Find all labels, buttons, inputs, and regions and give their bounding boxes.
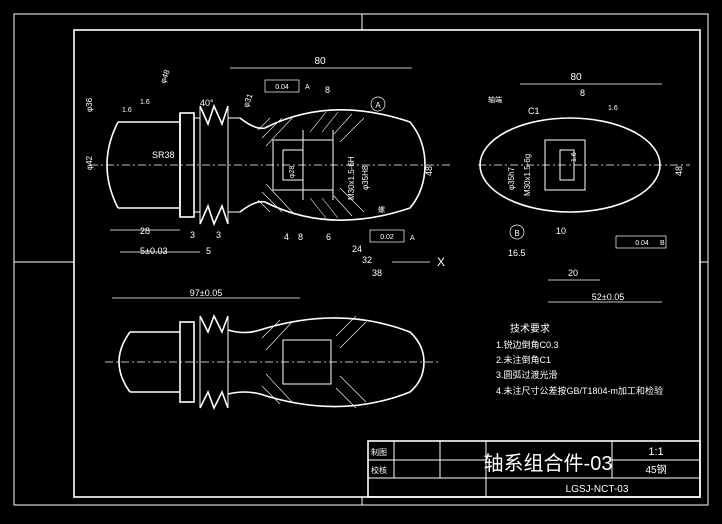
rough-right: 1.6 [608, 105, 618, 112]
dim-20: 20 [568, 268, 578, 278]
bulb-outline [239, 109, 426, 221]
right-part-view: 80 8 1.6 轴端 C1 φ35h7 M30x1.5-6g 1.6 48 B… [478, 72, 690, 303]
datum-b-bubble [509, 224, 525, 240]
left-section-view: 80 0.04 A 8 A φ36 φ42 φ48 1.6 1.6 40° φ3… [85, 56, 450, 299]
dim-8-top: 8 [325, 85, 330, 95]
bottom-groove-bottom [199, 390, 229, 410]
exterior-view [105, 314, 440, 410]
tb-checked: 校核 [371, 465, 387, 475]
angle-40: 40° [200, 98, 214, 108]
dim-d36: φ36 [85, 97, 94, 112]
bottom-left-dome [118, 331, 131, 393]
notes-title: 技术要求 [510, 322, 550, 335]
perp-ref: A [410, 235, 415, 242]
dim-24: 24 [352, 244, 362, 254]
section-hatching [257, 111, 365, 219]
dim-d48: φ48 [158, 68, 171, 85]
dim-80: 80 [314, 56, 326, 67]
dim-38: 38 [372, 268, 382, 278]
dim-4: 4 [284, 232, 289, 242]
tb-drawn: 制图 [371, 447, 387, 457]
dim-28: 28 [140, 226, 150, 236]
dim-8-bottom: 8 [298, 232, 303, 242]
dim-16-right: 1.6 [571, 152, 578, 162]
title-block-frame [367, 440, 701, 498]
dim-48-right: 48 [674, 166, 684, 176]
dim-8-right: 8 [580, 88, 585, 98]
flatness-ref: B [660, 240, 665, 247]
dim-m30-right: M30x1.5-6g [523, 154, 532, 196]
dim-6: 6 [326, 232, 331, 242]
note-3: 3.圆弧过渡光滑 [496, 369, 558, 380]
bottom-bulb [227, 317, 425, 408]
rough-1: 1.6 [122, 107, 132, 114]
dim-sr38: SR38 [152, 150, 175, 160]
dim-d28: φ28 [289, 166, 296, 178]
thread-label: 螺 [378, 205, 385, 214]
bottom-hatching [261, 315, 367, 409]
section-mark: X [437, 255, 445, 269]
dim-5: 5 [206, 246, 211, 256]
datum-a-bubble [370, 96, 386, 112]
groove-bottom [199, 203, 229, 227]
dim-d35h8: φ35H8 [361, 165, 370, 190]
groove-top [199, 103, 229, 127]
collar [179, 112, 195, 218]
outer-border [13, 13, 709, 506]
perp-frame [369, 229, 405, 243]
dim-48-left: 48 [424, 166, 434, 176]
tb-material: 45钢 [645, 463, 666, 476]
dim-5-003: 5±0.03 [140, 246, 167, 256]
bottom-bore [282, 339, 332, 385]
note-2: 2.未注倒角C1 [496, 354, 551, 365]
part-bore [544, 139, 586, 191]
note-1: 1.锐边倒角C0.3 [496, 339, 559, 350]
dim-d31: φ31 [241, 92, 254, 109]
dim-3a: 3 [190, 230, 195, 240]
tb-scale: 1:1 [648, 446, 663, 458]
inner-border [73, 29, 701, 498]
runout-value: 0.04 [275, 84, 289, 91]
flatness-value: 0.04 [635, 240, 649, 247]
dim-32: 32 [362, 255, 372, 265]
perp-value: 0.02 [380, 234, 394, 241]
dim-d42: φ42 [85, 155, 94, 170]
part-ellipse [479, 117, 661, 213]
datum-b: B [514, 229, 519, 238]
note-4: 4.未注尺寸公差按GB/T1804-m加工和检验 [496, 385, 663, 396]
dim-52: 52±0.05 [592, 292, 624, 302]
dim-10: 10 [556, 226, 566, 236]
dim-97: 97±0.05 [190, 288, 222, 298]
dim-80-right: 80 [570, 72, 582, 83]
datum-a: A [375, 101, 381, 110]
runout-frame [264, 79, 300, 93]
label-top-right: 轴端 [488, 95, 502, 104]
dim-c1: C1 [528, 106, 540, 116]
runout-ref: A [305, 84, 310, 91]
dim-165: 16.5 [508, 248, 526, 258]
tb-code: LGSJ-NCT-03 [566, 484, 629, 495]
flatness-frame [615, 235, 667, 249]
dim-m30: M30x1.5-6H [347, 156, 356, 200]
technical-notes: 技术要求 1.锐边倒角C0.3 2.未注倒角C1 3.圆弧过渡光滑 4.未注尺寸… [496, 322, 663, 396]
tb-part-name: 轴系组合件-03 [484, 452, 613, 475]
bottom-collar [179, 321, 195, 403]
left-end-dome [106, 121, 119, 209]
bottom-groove-top [199, 314, 229, 334]
title-block: 制图 校核 轴系组合件-03 1:1 45钢 LGSJ-NCT-03 [367, 440, 701, 498]
dim-3b: 3 [216, 230, 221, 240]
part-inner [559, 149, 575, 181]
dim-d35h7: φ35h7 [507, 166, 516, 190]
rough-2: 1.6 [140, 99, 150, 106]
